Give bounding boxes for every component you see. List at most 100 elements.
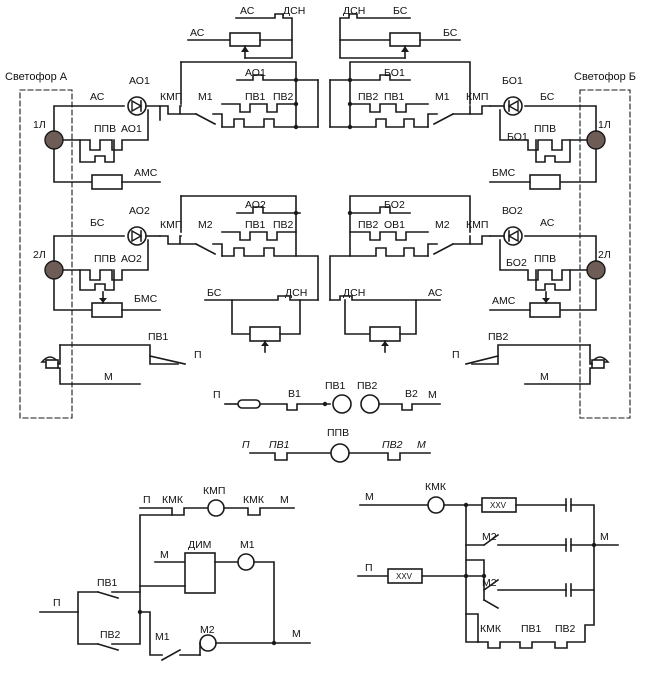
label-ams-left: АМС <box>134 167 158 179</box>
label-m1-left: М1 <box>198 91 213 103</box>
label-2l: 2Л <box>33 249 46 261</box>
label-as-top-left: АС <box>240 5 255 17</box>
diode-bo1 <box>503 96 523 116</box>
label-ppv-right1: ППВ <box>534 123 556 135</box>
resistor-as-lower-right <box>369 326 401 342</box>
label-pv2-left1: ПВ2 <box>273 91 294 103</box>
label-ao1-top: АО1 <box>245 67 266 79</box>
label-bo2-top: БО2 <box>384 199 405 211</box>
label-bs-ao2: БС <box>90 217 105 229</box>
label-bms-left: БМС <box>134 293 158 305</box>
label-ao1-diode: АО1 <box>129 75 150 87</box>
label-p-br: П <box>365 562 373 574</box>
label-kmk-bottom-left2: КМК <box>243 494 265 506</box>
label-ao1-ppv: АО1 <box>121 123 142 135</box>
label-dsn-top-left: ДСН <box>283 5 305 17</box>
label-m-horn-right: М <box>540 371 549 383</box>
label-ao2-top: АО2 <box>245 199 266 211</box>
relay-kmp <box>207 499 225 517</box>
label-kmp-left2: КМП <box>160 219 182 231</box>
label-svetofor-b: Светофор Б <box>574 71 636 83</box>
relay-kmk <box>427 496 445 514</box>
label-p-bottom: П <box>143 494 151 506</box>
label-pv2-right2: ПВ2 <box>358 219 379 231</box>
signal-lamp-2l <box>44 260 64 280</box>
label-ppv-center: ППВ <box>327 427 349 439</box>
lamp-ppv <box>330 443 350 463</box>
label-pv1-left2: ПВ1 <box>245 219 266 231</box>
label-pv1-br: ПВ1 <box>521 623 542 635</box>
label-p-horn-left: П <box>194 349 202 361</box>
resistor-bms-right <box>529 174 561 190</box>
label-dsn-lower-right: ДСН <box>343 287 365 299</box>
resistor-ams-left <box>91 174 123 190</box>
label-pv2-left2: ПВ2 <box>273 219 294 231</box>
label-m2-left: М2 <box>198 219 213 231</box>
label-m2-br1: М2 <box>482 531 497 543</box>
label-vo2-diode: ВО2 <box>502 205 523 217</box>
label-ao2-ppv: АО2 <box>121 253 142 265</box>
label-xxv-left: XXV <box>396 572 413 581</box>
label-pv1-center: ПВ1 <box>325 380 346 392</box>
label-m-horn-left: М <box>104 371 113 383</box>
label-m-br-top: М <box>365 491 374 503</box>
label-bo1-diode: БО1 <box>502 75 523 87</box>
diode-ao1 <box>127 96 147 116</box>
label-m-center: М <box>428 389 437 401</box>
relay-m1 <box>237 553 255 571</box>
label-1l: 1Л <box>33 119 46 131</box>
horn-body-right <box>591 359 605 369</box>
label-m-dim: М <box>160 549 169 561</box>
label-as-resistor-lower-right: АС <box>428 287 443 299</box>
label-m-br-right: М <box>600 531 609 543</box>
resistor-ams-right <box>529 302 561 318</box>
label-pv2-right1: ПВ2 <box>358 91 379 103</box>
resistor-bs-right <box>389 32 421 47</box>
horn-body-left <box>45 359 59 369</box>
label-p-bottom-left: П <box>53 597 61 609</box>
label-pv2-br: ПВ2 <box>555 623 576 635</box>
label-pv1-bottom: ПВ1 <box>97 577 118 589</box>
label-bo1-top: БО1 <box>384 67 405 79</box>
label-m-bottom-right: М <box>292 628 301 640</box>
relay-m2 <box>199 634 217 652</box>
label-as-ao1: АС <box>90 91 105 103</box>
label-pv1-ppv: ПВ1 <box>269 439 289 451</box>
signal-lamp-1l-right <box>586 130 606 150</box>
label-pv1-right1: ПВ1 <box>384 91 405 103</box>
label-svetofor-a: Светофор А <box>5 71 68 83</box>
resistor-bs-lower-left <box>249 326 281 342</box>
label-xxv-top: XXV <box>490 501 507 510</box>
label-kmp-right2: КМП <box>466 219 488 231</box>
label-dsn-lower-left: ДСН <box>285 287 307 299</box>
label-bs-bo1: БС <box>540 91 555 103</box>
label-m-ppv: М <box>417 439 426 451</box>
label-pv2-center: ПВ2 <box>357 380 378 392</box>
label-kmk-br: КМК <box>425 481 447 493</box>
label-kmk-br-bottom: КМК <box>480 623 502 635</box>
label-m-bottom-top: М <box>280 494 289 506</box>
label-m2-right: М2 <box>435 219 450 231</box>
label-m2-br2: М2 <box>482 577 497 589</box>
label-pv1-left1: ПВ1 <box>245 91 266 103</box>
label-p-center: П <box>213 389 221 401</box>
diode-vo2 <box>503 226 523 246</box>
label-ppv-right2: ППВ <box>534 253 556 265</box>
label-as-resistor-left: АС <box>190 27 205 39</box>
label-ov1: ОВ1 <box>384 219 405 231</box>
label-ppv-left1: ППВ <box>94 123 116 135</box>
label-bs-resistor-left: БС <box>207 287 222 299</box>
label-bs-top-right: БС <box>393 5 408 17</box>
label-bo2-ppv: БО2 <box>506 257 527 269</box>
label-m2-bottom: М2 <box>200 624 215 636</box>
label-m1-contact: М1 <box>155 631 170 643</box>
label-kmp-left1: КМП <box>160 91 182 103</box>
label-ams-right: АМС <box>492 295 516 307</box>
label-pv2-ppv: ПВ2 <box>382 439 403 451</box>
lamp-pv1 <box>332 394 352 414</box>
label-ao2-diode: АО2 <box>129 205 150 217</box>
label-pv1-horn: ПВ1 <box>148 331 169 343</box>
label-p-horn-right: П <box>452 349 460 361</box>
label-pv2-horn: ПВ2 <box>488 331 509 343</box>
